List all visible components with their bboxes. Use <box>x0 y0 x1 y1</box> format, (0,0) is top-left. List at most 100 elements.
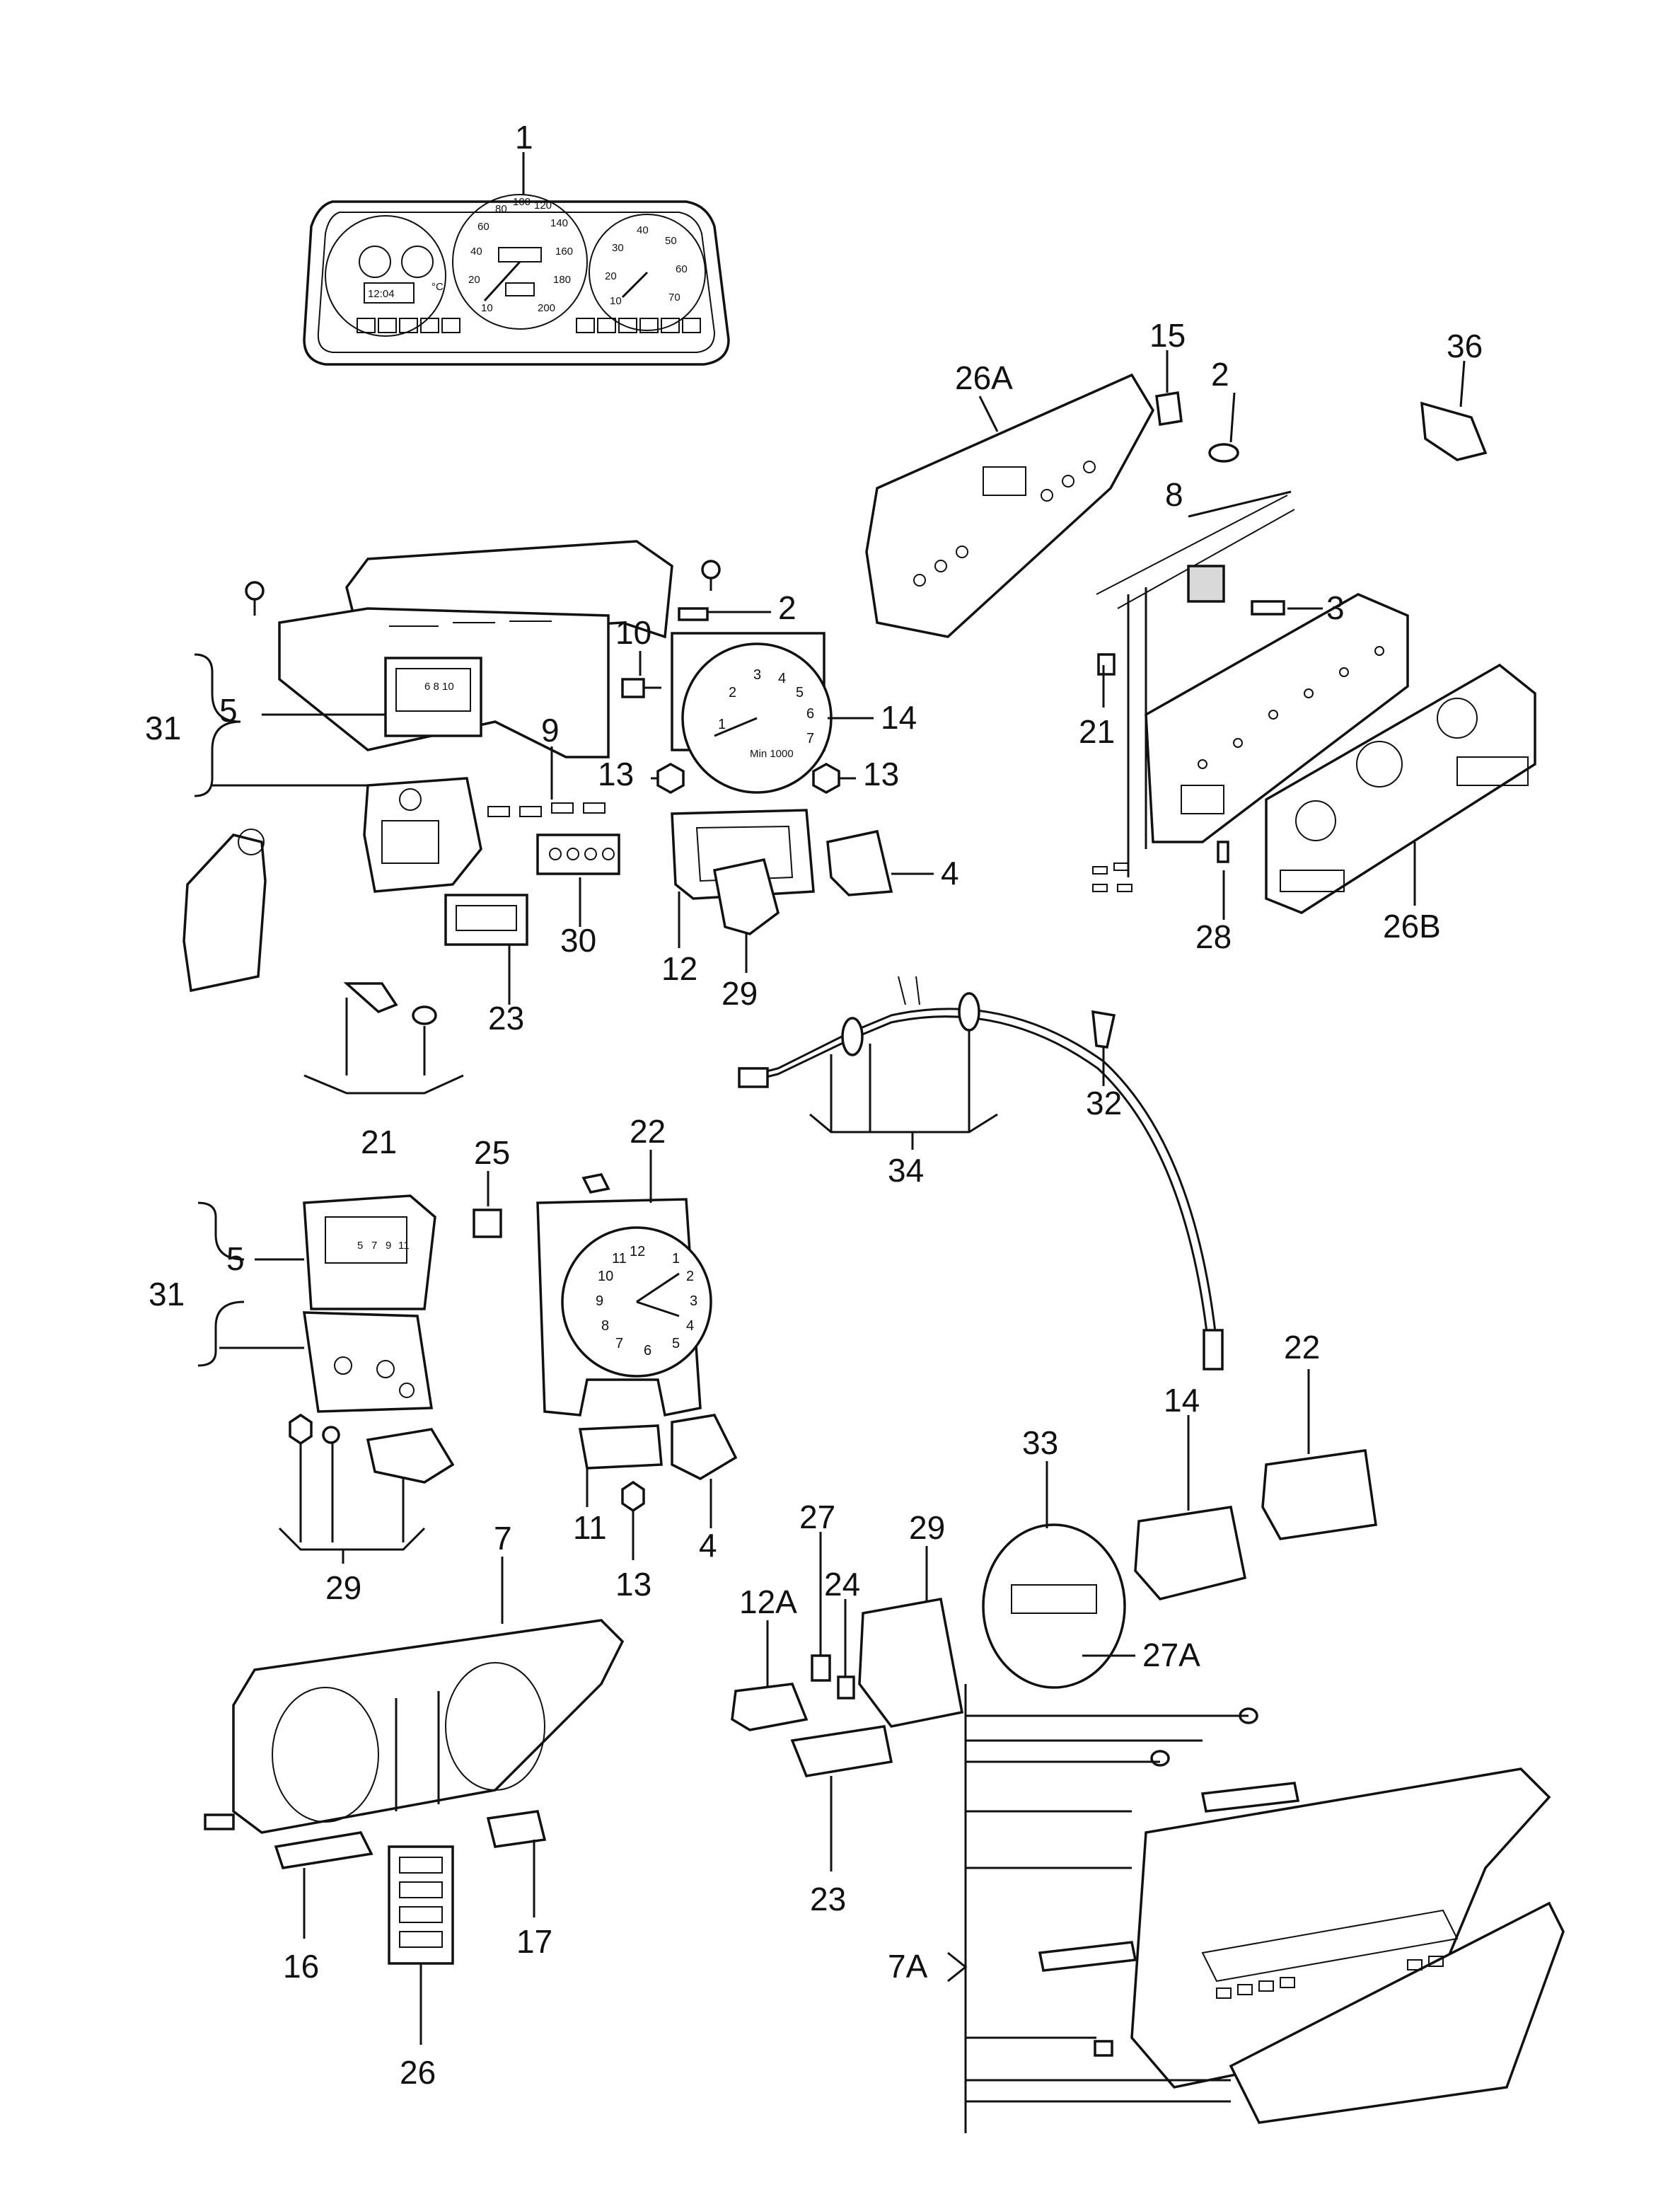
speedo-cable-assembly <box>738 976 1224 1371</box>
tacho-tick: 20 <box>605 270 617 282</box>
callout-26a: 26A <box>955 359 1013 396</box>
tacho-number: 7 <box>806 731 814 746</box>
clock-number: 9 <box>596 1293 603 1309</box>
tacho-tick: 40 <box>637 224 649 236</box>
callout-17: 17 <box>516 1923 552 1960</box>
instrument-cluster: 12:04 °C 10 20 40 60 80 100 120 140 160 … <box>303 152 730 366</box>
cover-assembly-7a <box>964 1684 1565 2133</box>
clock-number: 12 <box>630 1244 645 1259</box>
tacho-tick: 60 <box>676 263 688 275</box>
tacho-number: 5 <box>796 685 804 700</box>
speedo-tick: 140 <box>550 217 568 229</box>
callout-7a: 7A <box>888 1948 928 1985</box>
callout-10: 10 <box>615 614 651 651</box>
tachometer-assembly: 1 2 3 4 5 6 7 Min 1000 <box>621 607 893 935</box>
callout-21: 21 <box>1079 713 1115 750</box>
fuel-temp-gauge-assembly: 5 7 9 11 <box>289 1194 502 1484</box>
tacho-tick: 70 <box>668 292 680 304</box>
tacho-number: 3 <box>753 667 761 683</box>
printed-circuit-assembly <box>865 373 1536 914</box>
clock-number: 10 <box>598 1269 613 1284</box>
callout-33: 33 <box>1022 1424 1058 1461</box>
callout-32: 32 <box>1086 1085 1122 1121</box>
leader-lines <box>194 350 1466 2045</box>
callout-31: 31 <box>149 1276 185 1312</box>
callout-29: 29 <box>325 1569 361 1606</box>
callout-30: 30 <box>560 922 596 959</box>
callout-5: 5 <box>226 1240 245 1277</box>
tacho-number: 4 <box>778 671 786 686</box>
callout-11: 11 <box>573 1509 607 1546</box>
callout-23: 23 <box>488 1000 524 1037</box>
callout-36: 36 <box>1447 328 1483 364</box>
clock-readout: 12:04 <box>368 288 395 300</box>
speedo-tick: 100 <box>513 196 531 208</box>
callout-12a: 12A <box>739 1583 797 1620</box>
callout-5: 5 <box>219 692 238 729</box>
callout-1: 1 <box>515 119 533 156</box>
callout-29: 29 <box>722 975 758 1012</box>
callout-4: 4 <box>941 855 959 892</box>
speedo-tick: 40 <box>470 246 482 258</box>
callout-23: 23 <box>810 1881 846 1917</box>
callout-9: 9 <box>541 712 560 749</box>
clock-number: 7 <box>615 1336 623 1351</box>
speedo-tick: 20 <box>468 274 480 286</box>
clock-number: 11 <box>612 1251 627 1267</box>
callout-27a: 27A <box>1142 1637 1200 1673</box>
clock-number: 3 <box>690 1293 697 1309</box>
callout-8: 8 <box>1165 476 1183 513</box>
callout-31: 31 <box>145 710 181 746</box>
callout-2: 2 <box>778 589 796 626</box>
temp-unit: °C <box>431 281 444 293</box>
speedo-tick: 180 <box>553 274 571 286</box>
callout-21: 21 <box>361 1124 397 1160</box>
callout-13: 13 <box>598 756 634 792</box>
tacho-tick: 30 <box>612 242 624 254</box>
callout-13: 13 <box>615 1566 651 1603</box>
clock-number: 2 <box>686 1269 694 1284</box>
speedo-tick: 10 <box>481 302 493 314</box>
gauge-number: 11 <box>398 1240 410 1252</box>
clock-number: 5 <box>672 1336 680 1351</box>
cluster-housing-assembly: 6 8 10 <box>183 540 721 1025</box>
callout-29: 29 <box>909 1509 945 1546</box>
gauge-number: 7 <box>371 1240 377 1252</box>
callout-25: 25 <box>474 1134 510 1171</box>
callout-26b: 26B <box>1383 908 1441 945</box>
clock-number: 8 <box>601 1318 609 1334</box>
callout-28: 28 <box>1195 918 1232 955</box>
gauge-mark: 6 8 10 <box>424 681 454 693</box>
callout-34: 34 <box>888 1152 924 1189</box>
callout-13: 13 <box>863 756 899 792</box>
callout-16: 16 <box>283 1948 319 1985</box>
callout-2: 2 <box>1211 356 1229 393</box>
clock-assembly: 12 1 2 3 4 5 6 7 8 9 10 11 <box>536 1173 738 1513</box>
tacho-number: 6 <box>806 706 814 722</box>
gauge-number: 9 <box>386 1240 391 1252</box>
callout-14: 14 <box>1164 1382 1200 1419</box>
speedo-tick: 200 <box>538 302 555 314</box>
tacho-number: 1 <box>718 717 726 732</box>
callout-14: 14 <box>881 699 917 736</box>
clock-number: 1 <box>672 1251 680 1267</box>
speedo-tick: 120 <box>534 200 552 212</box>
clock-number: 6 <box>644 1343 651 1358</box>
tacho-tick: 50 <box>665 235 677 247</box>
tacho-tick: 10 <box>610 295 622 307</box>
callout-22: 22 <box>630 1113 666 1150</box>
callout-12: 12 <box>661 950 697 987</box>
trim-panel <box>204 1619 625 1965</box>
speedo-tick: 160 <box>555 246 573 258</box>
clock-number: 4 <box>686 1318 694 1334</box>
speedo-tick: 80 <box>495 203 507 215</box>
callout-3: 3 <box>1326 589 1345 626</box>
gauge-number: 5 <box>357 1240 363 1252</box>
callout-15: 15 <box>1149 317 1186 354</box>
gauge-parts <box>731 1449 1377 1777</box>
callout-26: 26 <box>400 2054 436 2091</box>
callout-24: 24 <box>824 1566 860 1603</box>
tacho-unit: Min 1000 <box>750 748 794 760</box>
callout-labels: 1 26A 15 2 36 8 3 2 10 14 13 13 5 31 9 2… <box>145 119 1483 2091</box>
